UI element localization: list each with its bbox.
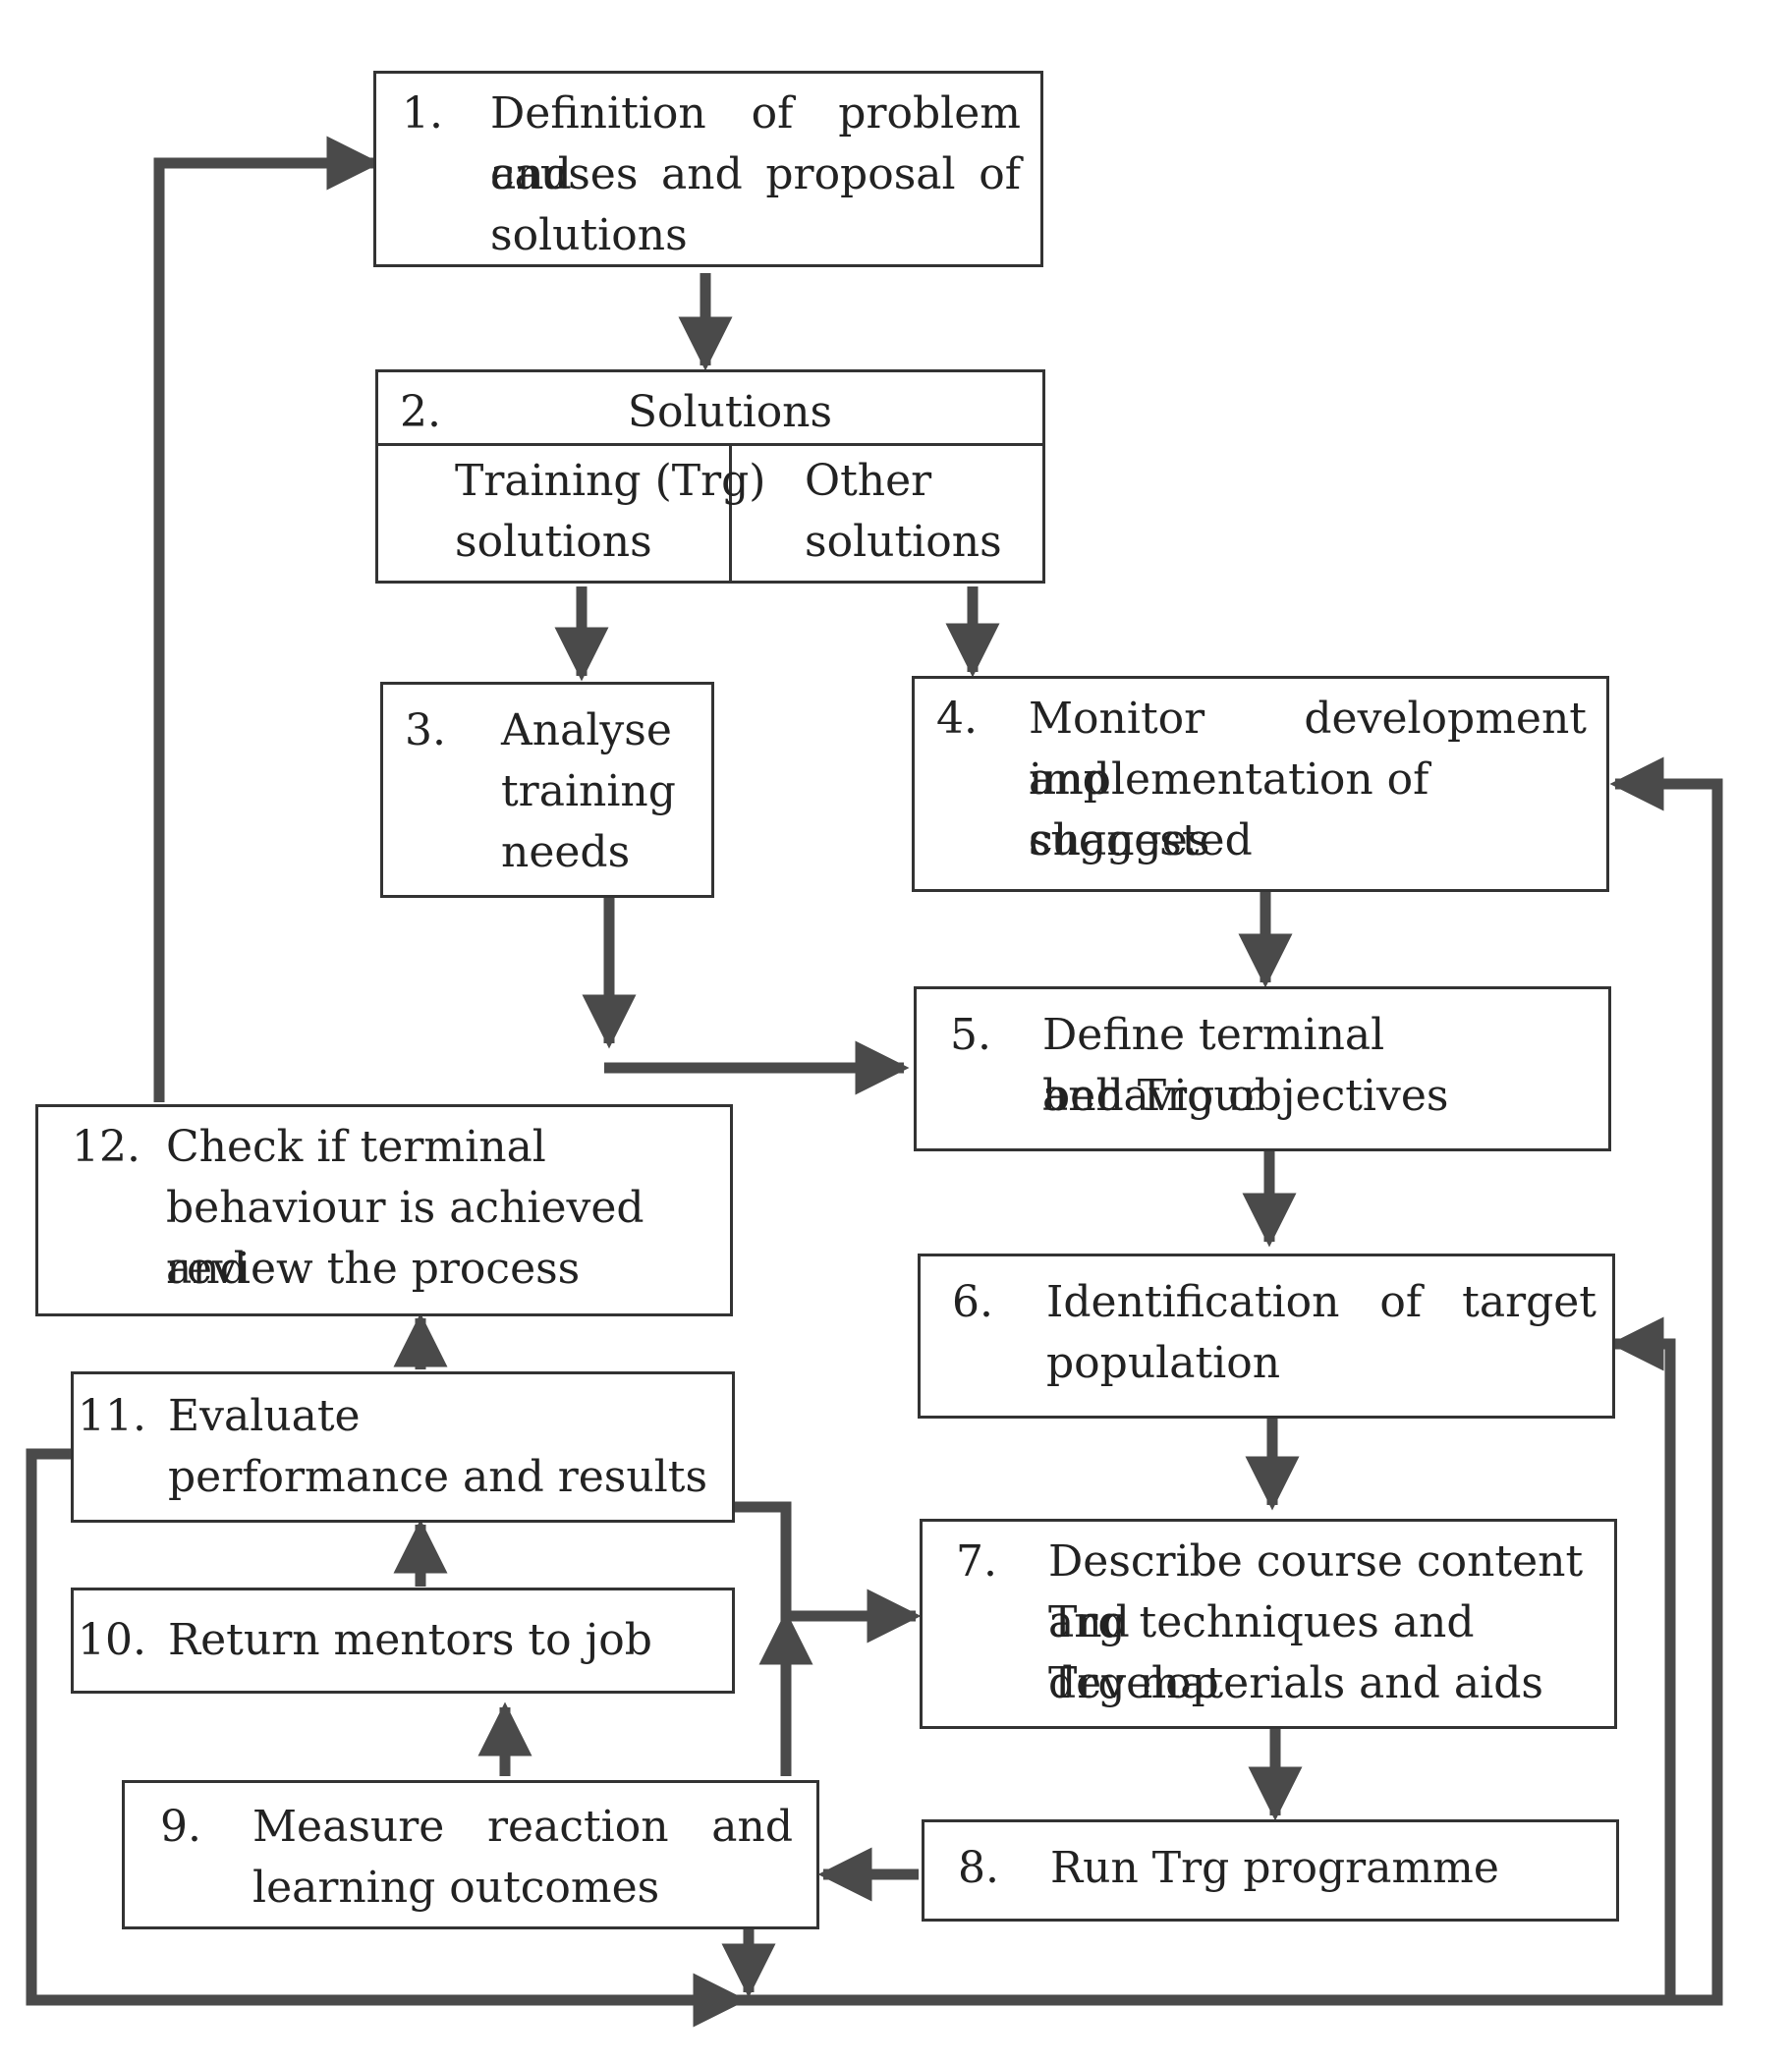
- step-number: 7.: [956, 1536, 997, 1587]
- step-text-line: review the process: [166, 1244, 581, 1294]
- step-text-line: Define terminal behaviour: [1042, 1010, 1385, 1121]
- step-text-line: Evaluate: [168, 1391, 361, 1441]
- step-number: 11.: [78, 1391, 146, 1441]
- step-text-line: population: [1046, 1338, 1281, 1388]
- step-text-line: Describe course content and: [1048, 1536, 1584, 1647]
- step-number: 8.: [958, 1843, 999, 1893]
- arrow-bottom-to-4: [1609, 756, 1723, 2006]
- step-11-box: 11. Evaluate performance and results: [71, 1371, 735, 1523]
- step-9-box: 9. Measure reaction and learning outcome…: [122, 1780, 819, 1929]
- step-text-line: Return mentors to job: [168, 1615, 652, 1665]
- step-text-line: Identification of target: [1046, 1277, 1596, 1327]
- step-4-box: 4. Monitor development and implementatio…: [912, 676, 1609, 892]
- step-number: 1.: [402, 88, 443, 139]
- step-3-box: 3. Analyse training needs: [380, 682, 714, 898]
- training-solutions-line: solutions: [455, 517, 652, 567]
- step-text-line: Check if terminal: [166, 1122, 546, 1172]
- arrow-12-to-1: [153, 136, 381, 1102]
- step-text-line: Run Trg programme: [1050, 1843, 1499, 1893]
- step-text-line: solutions: [490, 210, 688, 260]
- step-text-line: changes: [1029, 815, 1210, 865]
- step-text-line: and Trg objectives: [1042, 1071, 1449, 1121]
- other-solutions-line: Other: [805, 456, 932, 506]
- step-text-line: Analyse: [501, 705, 672, 755]
- step-number: 9.: [160, 1802, 201, 1852]
- step-text-line: Definition of problem and: [490, 88, 1021, 199]
- solutions-title: Solutions: [627, 387, 833, 437]
- step-text-line: Measure reaction and: [252, 1802, 793, 1852]
- step-text-line: Trg materials and aids: [1048, 1658, 1543, 1708]
- step-text-line: Trg techniques and develop: [1048, 1597, 1475, 1708]
- step-number: 5.: [950, 1010, 991, 1060]
- step-text-line: training: [501, 766, 676, 816]
- step-1-box: 1. Definition of problem and causes and …: [373, 71, 1043, 267]
- solutions-divider: [378, 443, 1042, 446]
- arrow-11-to-7: [732, 1501, 922, 1644]
- solutions-split: [729, 443, 732, 581]
- step-number: 3.: [405, 705, 446, 755]
- step-number: 2.: [400, 387, 441, 437]
- step-text-line: causes and proposal of: [490, 149, 1021, 199]
- step-text-line: needs: [501, 827, 631, 877]
- step-number: 6.: [952, 1277, 993, 1327]
- arrow-bottom-to-6: [739, 1316, 1676, 2006]
- step-number: 4.: [936, 694, 978, 744]
- step-text-line: Monitor development and: [1029, 694, 1587, 805]
- step-6-box: 6. Identification of target population: [918, 1254, 1615, 1419]
- arrow-11-loop: [26, 1448, 748, 2028]
- step-10-box: 10. Return mentors to job: [71, 1588, 735, 1694]
- step-number: 10.: [78, 1615, 146, 1665]
- step-8-box: 8. Run Trg programme: [922, 1819, 1619, 1922]
- step-text-line: implementation of suggested: [1029, 754, 1429, 865]
- step-text-line: learning outcomes: [252, 1863, 660, 1913]
- step-5-box: 5. Define terminal behaviour and Trg obj…: [914, 986, 1611, 1151]
- training-solutions-line: Training (Trg): [455, 456, 766, 506]
- other-solutions-line: solutions: [805, 517, 1002, 567]
- step-7-box: 7. Describe course content and Trg techn…: [920, 1519, 1617, 1729]
- step-text-line: performance and results: [168, 1452, 708, 1502]
- step-2-box: 2. Solutions Training (Trg) solutions Ot…: [375, 369, 1045, 584]
- step-12-box: 12. Check if terminal behaviour is achie…: [35, 1104, 733, 1316]
- step-text-line: behaviour is achieved and: [166, 1183, 644, 1294]
- step-number: 12.: [72, 1122, 140, 1172]
